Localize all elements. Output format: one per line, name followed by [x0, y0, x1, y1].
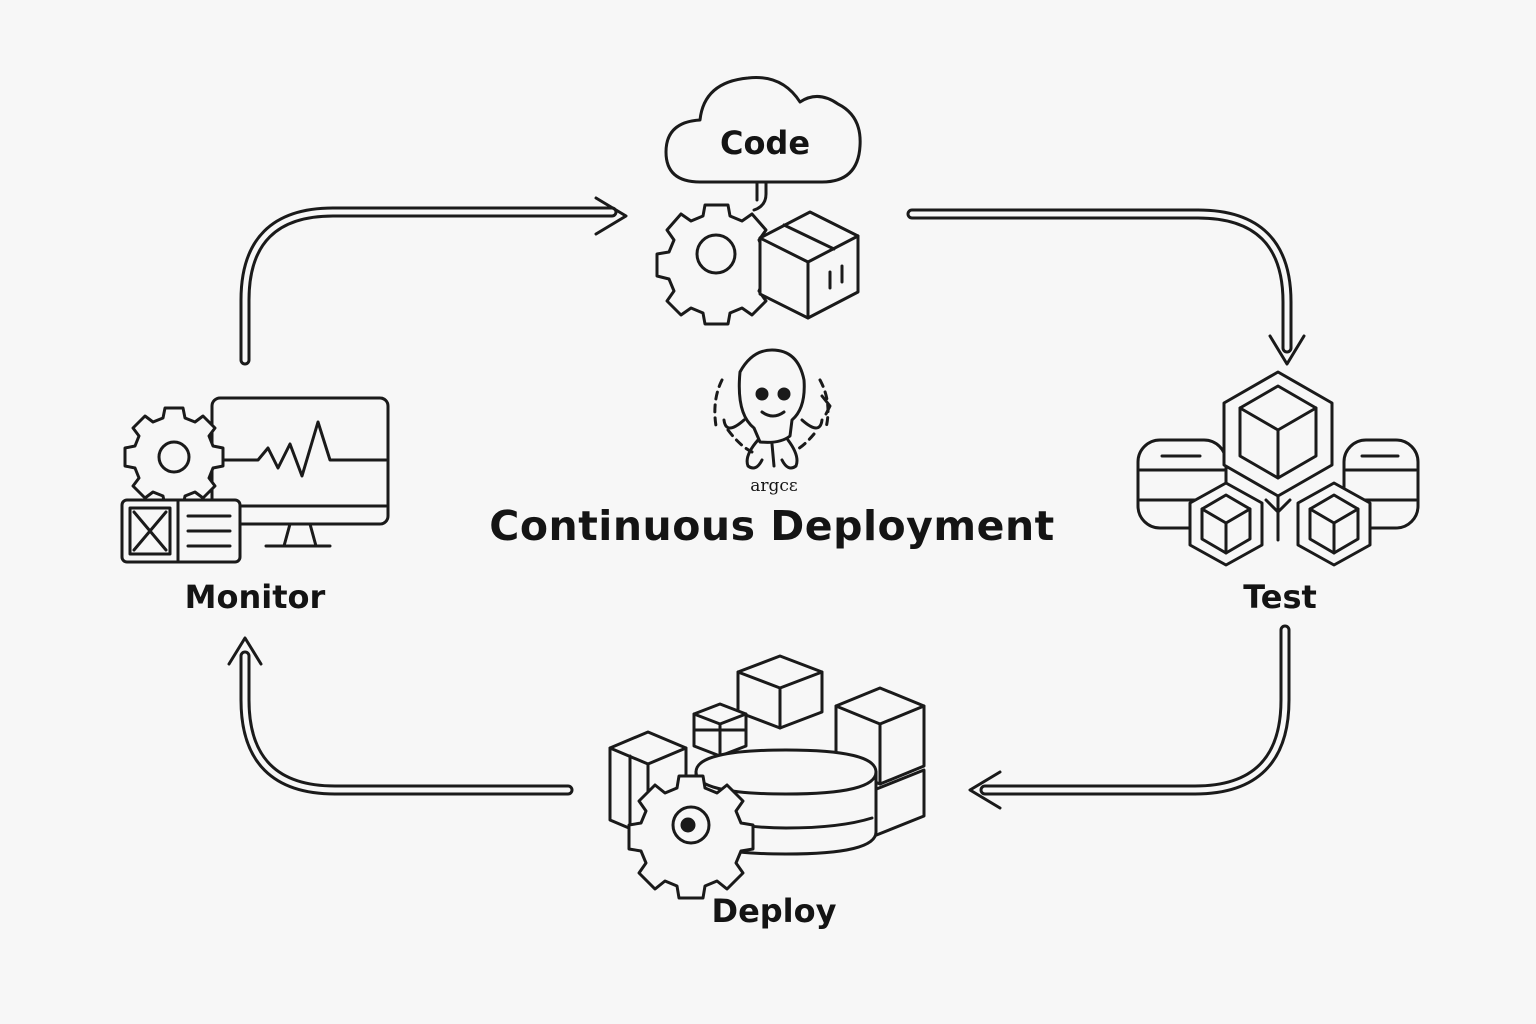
gear-icon — [655, 203, 778, 326]
cube-connector-icon — [1264, 494, 1292, 542]
package-box-icon — [758, 210, 860, 320]
gear-icon-monitor — [123, 406, 225, 508]
octopus-mascot-icon — [713, 348, 832, 470]
gear-icon-deploy — [627, 774, 755, 900]
logo-text: argcɛ — [750, 476, 798, 496]
arrow-monitor-to-code — [239, 196, 628, 366]
stage-label-deploy: Deploy — [711, 892, 837, 930]
diagram-title: Continuous Deployment — [489, 502, 1055, 550]
arrow-test-to-deploy — [968, 624, 1291, 810]
stage-label-code: Code — [719, 124, 811, 162]
database-stack-icon-right — [1342, 438, 1420, 530]
container-box-icon-top — [736, 654, 824, 730]
arrow-code-to-test — [906, 208, 1306, 366]
container-cube-icon-top — [1222, 370, 1334, 498]
container-box-icon-small — [692, 702, 748, 758]
stage-label-test: Test — [1243, 578, 1317, 616]
container-cube-icon-left — [1188, 481, 1264, 567]
container-cube-icon-right — [1296, 481, 1372, 567]
dashboard-panel-icon — [120, 498, 242, 564]
cloud-connector-icon — [752, 180, 768, 212]
cloud-icon — [664, 76, 862, 184]
arrow-deploy-to-monitor — [227, 636, 574, 796]
stage-label-monitor: Monitor — [184, 578, 326, 616]
